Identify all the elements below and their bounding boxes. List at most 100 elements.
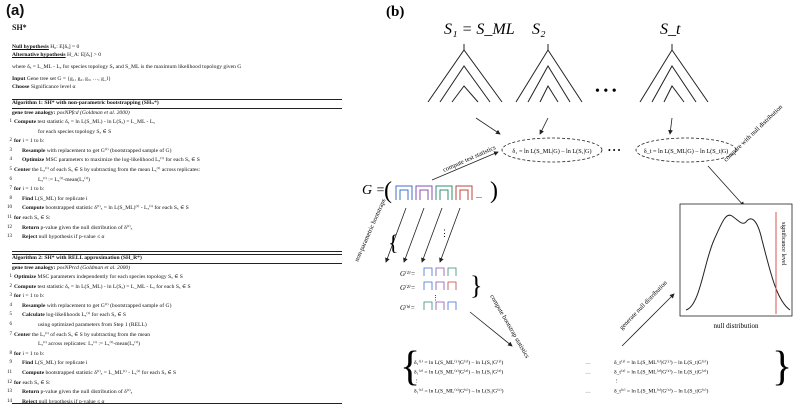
species-tree-2 bbox=[515, 44, 583, 103]
matrix-cell: δ₁⁽²⁾ = ln L(S_ML⁽²⁾|G⁽²⁾) – ln L(S₁|G⁽²… bbox=[414, 369, 503, 376]
alg2-line: for i = 1 to b: bbox=[14, 351, 44, 358]
arrow-compare-null bbox=[707, 165, 745, 207]
alt-hypothesis: Alternative hypothesis H_A: E[δₓ] > 0 bbox=[12, 52, 101, 58]
choose-line: Choose Significance level α bbox=[12, 84, 76, 90]
input-line: Input Gene tree set G = {g₁, g₂, g₃, …, … bbox=[12, 76, 111, 82]
matrix-cell: … bbox=[585, 389, 591, 395]
g-boot-2: G⁽²⁾= bbox=[400, 283, 416, 292]
alg1-line-number: 12 bbox=[7, 224, 12, 230]
alg2-text: MSC parameters independently for each sp… bbox=[37, 274, 183, 280]
alg1-line: for i = 1 to b: bbox=[14, 138, 44, 145]
alg2-line: for i = 1 to b: bbox=[14, 293, 44, 300]
alg1-text: null hypothesis if p-value ≤ α bbox=[38, 234, 105, 241]
arrow-bootstrap-3 bbox=[421, 207, 443, 263]
alg2-text: each Sₓ ∈ S: bbox=[22, 379, 51, 386]
alg1-subtitle: gene tree analogy: posNPfcd (Goldman et … bbox=[12, 110, 130, 116]
alg2-keyword: Compute bbox=[14, 283, 38, 290]
boot-open-brace: { bbox=[388, 230, 399, 255]
arrow-bootstrap-1 bbox=[385, 207, 407, 263]
alg1-text: L(S_ML) for replicate i bbox=[34, 195, 88, 202]
alg1-keyword: Compute bbox=[14, 119, 38, 125]
alg1-keyword: for bbox=[14, 138, 23, 145]
alg2-text: using optimized parameters from Step 1 (… bbox=[38, 322, 147, 328]
stat-ellipse-1 bbox=[501, 137, 603, 163]
alg2-line-number: 7 bbox=[9, 331, 13, 337]
alg1-keyword: Resample bbox=[22, 147, 47, 154]
alg2-line-number: 12 bbox=[7, 379, 12, 385]
panel-b: (b) S₁ = S_ML S₂ S_t • • • bbox=[352, 0, 799, 408]
alg1-line: Center the Lₓ⁽ⁱ⁾ of each Sₓ ∈ S by subtr… bbox=[14, 167, 200, 174]
alg1-text: Lₓ⁽ⁱ⁾ := Lₓ⁽ⁱ⁾-mean(Lₓ⁽ⁱ⁾) bbox=[38, 176, 90, 183]
stat-ellipsis: • • • bbox=[608, 146, 621, 155]
alg2-keyword: Optimize bbox=[14, 274, 38, 280]
species-tree-t bbox=[639, 44, 709, 103]
alg1-line-number: 13 bbox=[7, 234, 12, 240]
alg1-text: with replacement to get G⁽ⁱ⁾ (bootstrapp… bbox=[46, 147, 172, 154]
alg1-text: test statistic δₓ = ln L(S_ML) - ln L(Sₓ… bbox=[37, 119, 155, 125]
compare-null-label: compare with null distribution bbox=[723, 103, 785, 163]
alg1-keyword: Optimize bbox=[22, 157, 46, 164]
alg2-keyword: Find bbox=[22, 360, 35, 367]
alg2-line-number: 13 bbox=[7, 389, 12, 395]
compute-test-label: compute test statistics bbox=[442, 144, 497, 174]
tree-label-s2: S₂ bbox=[532, 21, 546, 38]
matrix-cell: ⋮ bbox=[614, 379, 620, 385]
alg1-top-rule bbox=[12, 99, 342, 100]
g-boot-ellipsis: ⋮ bbox=[432, 294, 439, 302]
alg2-mid-rule bbox=[12, 263, 342, 264]
alg1-keyword: Center bbox=[14, 167, 32, 173]
alg2-line-number: 9 bbox=[9, 360, 13, 366]
bootstrap-ellipsis: ⋮ bbox=[440, 228, 449, 238]
alg1-text: p-value given the null distribution of δ… bbox=[40, 224, 133, 231]
alg2-title: Algorithm 2: SH* with RELL approximation… bbox=[12, 255, 142, 261]
alg2-line-number: 6 bbox=[9, 322, 13, 327]
arrow-tree2-stat bbox=[539, 117, 549, 135]
alg2-text: L(S_ML) for replicate i bbox=[34, 360, 88, 367]
alg2-keyword: Resample bbox=[22, 302, 47, 309]
arrow-treet-stat bbox=[668, 117, 673, 135]
alg2-line: Calculate log-likelihoods Lₓ⁽ⁱ⁾ for each… bbox=[22, 312, 126, 319]
alg2-keyword: Reject bbox=[22, 398, 39, 405]
alg1-text: each Sₓ ∈ S: bbox=[22, 215, 51, 221]
alg1-line: Find L(S_ML) for replicate i bbox=[22, 196, 88, 203]
alg1-line: Optimize MSC parameters to maximize the … bbox=[22, 157, 200, 164]
matrix-cell: δ_t⁽¹⁾ = ln L(S_ML⁽¹⁾|G⁽¹⁾) – ln L(S_t|G… bbox=[614, 359, 708, 366]
alg1-bottom-rule bbox=[12, 251, 342, 252]
alg1-title: Algorithm 1: SH* with non-parametric boo… bbox=[12, 100, 159, 106]
alg1-line: for each species topology Sₓ ∈ S bbox=[38, 129, 111, 136]
alg2-text: i = 1 to b: bbox=[22, 293, 45, 300]
null-hypothesis: Null hypothesis H₀: E[δₓ] = 0 bbox=[12, 44, 80, 50]
arrow-bootstrap-2 bbox=[403, 207, 425, 263]
alg1-text: i = 1 to b: bbox=[22, 138, 45, 145]
arrow-compute-boot bbox=[469, 311, 513, 347]
g-boot-1: G⁽¹⁾= bbox=[400, 269, 416, 278]
alg1-mid-rule bbox=[12, 108, 342, 109]
alg2-line-number: 5 bbox=[9, 312, 13, 318]
alg2-text: Lₓ⁽ⁱ⁾ across replicates: Lₓ⁽ⁱ⁾ := Lₓ⁽ⁱ⁾-… bbox=[38, 341, 141, 348]
alg2-line: Return p-value given the null distributi… bbox=[22, 389, 132, 396]
panel-b-diagram: (b) S₁ = S_ML S₂ S_t • • • bbox=[353, 4, 793, 395]
arrow-compute-test bbox=[431, 151, 499, 181]
alg1-line-number: 11 bbox=[7, 215, 12, 220]
alg2-line: Optimize MSC parameters independently fo… bbox=[14, 274, 183, 281]
alg1-line-number: 10 bbox=[7, 205, 12, 211]
alg2-text: log-likelihoods Lₓ⁽ⁱ⁾ for each Sₓ ∈ S bbox=[46, 312, 127, 319]
trees-ellipsis: • • • bbox=[595, 84, 617, 99]
alg1-line-number: 2 bbox=[9, 138, 13, 144]
null-dist-label: null distribution bbox=[714, 322, 759, 330]
alg2-text: with replacement to get G⁽ⁱ⁾ (bootstrapp… bbox=[46, 302, 172, 309]
generate-null-label: generate null distribution bbox=[618, 279, 669, 331]
null-dist-frame bbox=[679, 203, 793, 317]
null-dist-curve bbox=[685, 214, 791, 311]
alg2-bottom-rule bbox=[12, 403, 342, 404]
matrix-cell: … bbox=[585, 360, 591, 366]
alg2-text: the Lₓ⁽ⁱ⁾ of each Sₓ ∈ S by subtracting … bbox=[31, 331, 151, 338]
alg1-line: Return p-value given the null distributi… bbox=[22, 225, 132, 232]
stat-delta-t: δ_t = ln L(S_ML|G) – ln L(S_t|G) bbox=[644, 148, 729, 155]
g-label: G = bbox=[362, 183, 385, 198]
alg1-line: for i = 1 to b: bbox=[14, 186, 44, 193]
alg2-line: for each Sₓ ∈ S: bbox=[14, 380, 50, 387]
alg2-line: Resample with replacement to get G⁽ⁱ⁾ (b… bbox=[22, 303, 171, 310]
gene-trees bbox=[395, 185, 473, 200]
alg1-line: Compute test statistic δₓ = ln L(S_ML) -… bbox=[14, 119, 155, 126]
